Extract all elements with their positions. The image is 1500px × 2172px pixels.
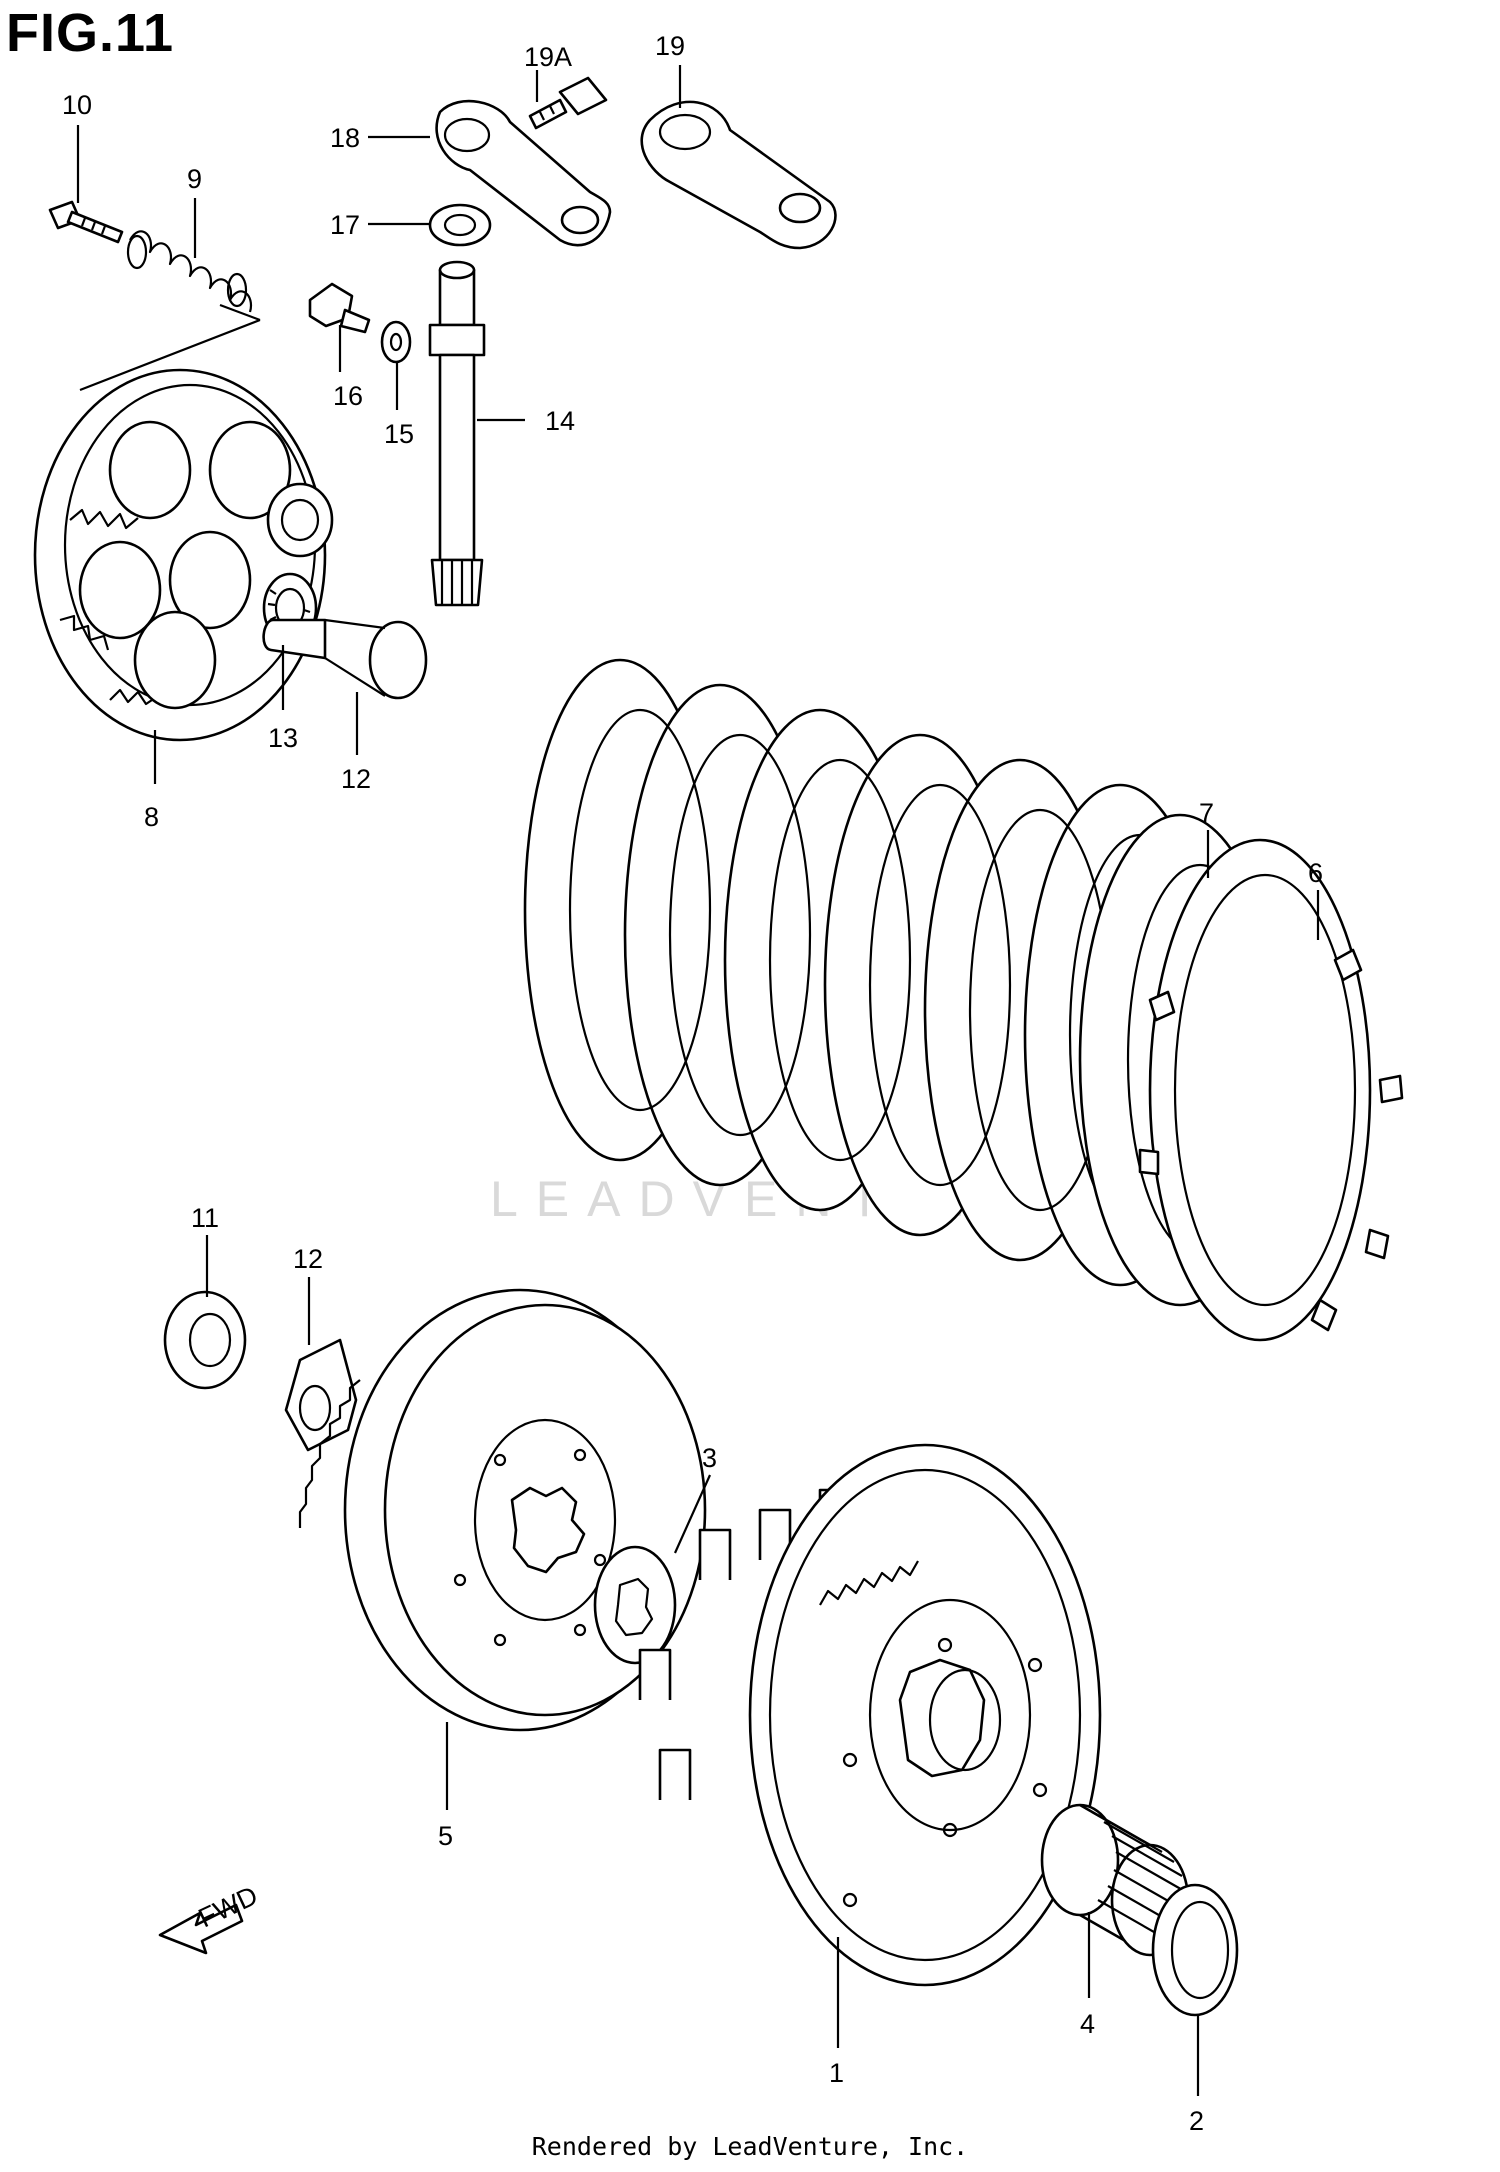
callout-9: 9: [187, 164, 202, 194]
callout-19a: 19: [655, 31, 685, 61]
part-17-washer[interactable]: [380, 320, 412, 364]
part-12-lock-washer[interactable]: [284, 1338, 358, 1452]
figure-title: FIG.11: [6, 3, 175, 63]
callout-18: 17: [330, 210, 360, 240]
callout-2: 2: [1189, 2106, 1204, 2136]
part-13-push-piece[interactable]: [262, 618, 428, 700]
leader-lines: [76, 65, 1320, 2096]
callout-15: 14: [545, 406, 575, 436]
callout-13: 12: [341, 764, 371, 794]
part-11-nut[interactable]: [163, 1290, 247, 1390]
callout-20: 19A: [524, 42, 572, 72]
callout-3: 3: [702, 1443, 717, 1473]
callout-10: 10: [62, 90, 92, 120]
callout-4: 4: [1080, 2009, 1095, 2039]
part-8-pressure-plate[interactable]: [33, 368, 334, 742]
fwd-direction-arrow: FWD: [158, 1880, 262, 1955]
callout-16: 16: [333, 381, 363, 411]
callout-labels: 10 9 19A 19 18 17 16 15 14 8 13 12 7 6 1…: [62, 31, 1323, 2136]
part-6-drive-plate[interactable]: [1138, 838, 1404, 1342]
callout-11: 11: [191, 1203, 219, 1233]
clutch-plate-stack[interactable]: [523, 658, 1217, 1287]
part-3-thrust-washer[interactable]: [593, 1545, 677, 1665]
callout-12: 12: [293, 1244, 323, 1274]
callout-6: 6: [1308, 858, 1323, 888]
callout-17: 15: [384, 419, 414, 449]
part-9-spring[interactable]: [79, 230, 261, 392]
callout-5: 5: [438, 1821, 453, 1851]
footer-credit: Rendered by LeadVenture, Inc.: [531, 2132, 969, 2161]
part-4-needle-bearing[interactable]: [1040, 1803, 1190, 1957]
part-2-thrust-washer[interactable]: [1151, 1883, 1239, 2017]
part-16-bolt[interactable]: [308, 282, 371, 334]
part-15-release-shaft[interactable]: [428, 260, 486, 607]
callout-8: 8: [144, 802, 159, 832]
part-19-release-lever[interactable]: [435, 99, 612, 247]
part-10-bolt[interactable]: [48, 200, 124, 244]
part-19a-release-lever[interactable]: [640, 100, 837, 250]
callout-7: 7: [1199, 798, 1214, 828]
callout-14: 13: [268, 723, 298, 753]
part-1-clutch-housing[interactable]: [638, 1443, 1102, 1987]
part-20-bolt[interactable]: [528, 76, 608, 130]
callout-19: 18: [330, 123, 360, 153]
part-18-oil-seal[interactable]: [428, 203, 492, 247]
callout-1: 1: [829, 2058, 844, 2088]
